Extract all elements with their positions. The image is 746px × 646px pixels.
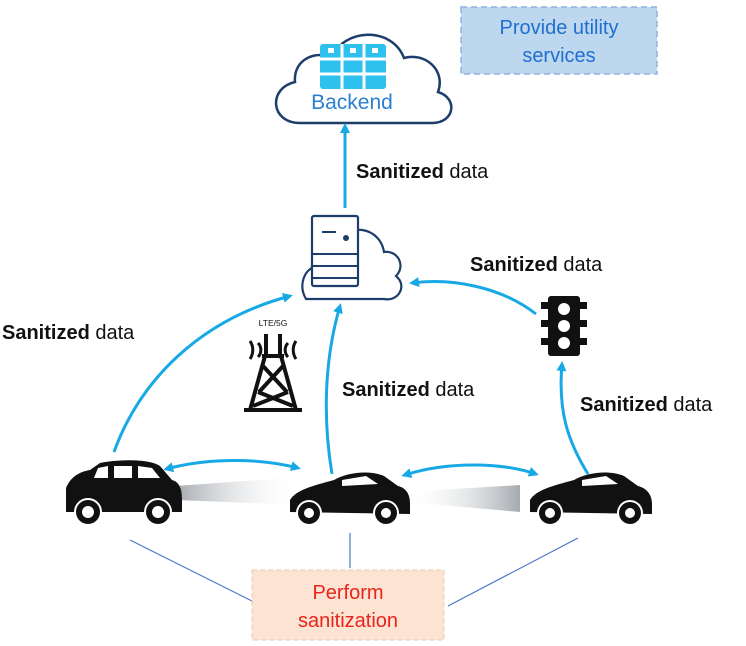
tower-label: LTE/5G [259,318,288,328]
sports-car-right-icon [530,472,652,526]
edge-server-cloud [301,214,403,301]
arrow-v2v-left-mid [163,459,301,473]
arrow-mid-car-to-edge [324,303,343,475]
label-mid-car-to-edge: Sanitized data [342,379,475,401]
label-edge-to-backend: Sanitized data [356,161,489,183]
sports-car-middle-icon [290,472,410,526]
headlight-beam-left-car [176,477,300,505]
suv-car-icon [66,460,182,526]
server-icon [310,214,360,288]
backend-label: Backend [311,91,393,114]
label-right-car-to-light: Sanitized data [580,394,713,416]
arrow-light-to-edge [409,277,537,316]
utility-services-box: Provide utility services [460,6,658,75]
utility-services-line1: Provide utility [500,17,619,39]
arrow-v2v-mid-right [401,463,539,478]
sanitization-line1: Perform [312,582,383,604]
sanitization-connectors [129,533,579,607]
arrow-left-car-to-edge [112,292,293,453]
label-left-car-to-edge: Sanitized data [2,322,135,344]
sanitization-line2: sanitization [298,610,398,632]
headlight-beam-middle-car [406,485,520,512]
database-grid-icon [320,44,386,89]
arrow-right-car-to-light [556,361,590,475]
data-flow-arrows [112,123,590,478]
label-light-to-edge: Sanitized data [470,254,603,276]
utility-services-line2: services [522,45,595,67]
perform-sanitization-box: Perform sanitization [251,569,445,641]
cell-tower-icon: LTE/5G [244,318,302,412]
backend-cloud: Backend [274,33,453,125]
traffic-light-icon [541,296,587,356]
